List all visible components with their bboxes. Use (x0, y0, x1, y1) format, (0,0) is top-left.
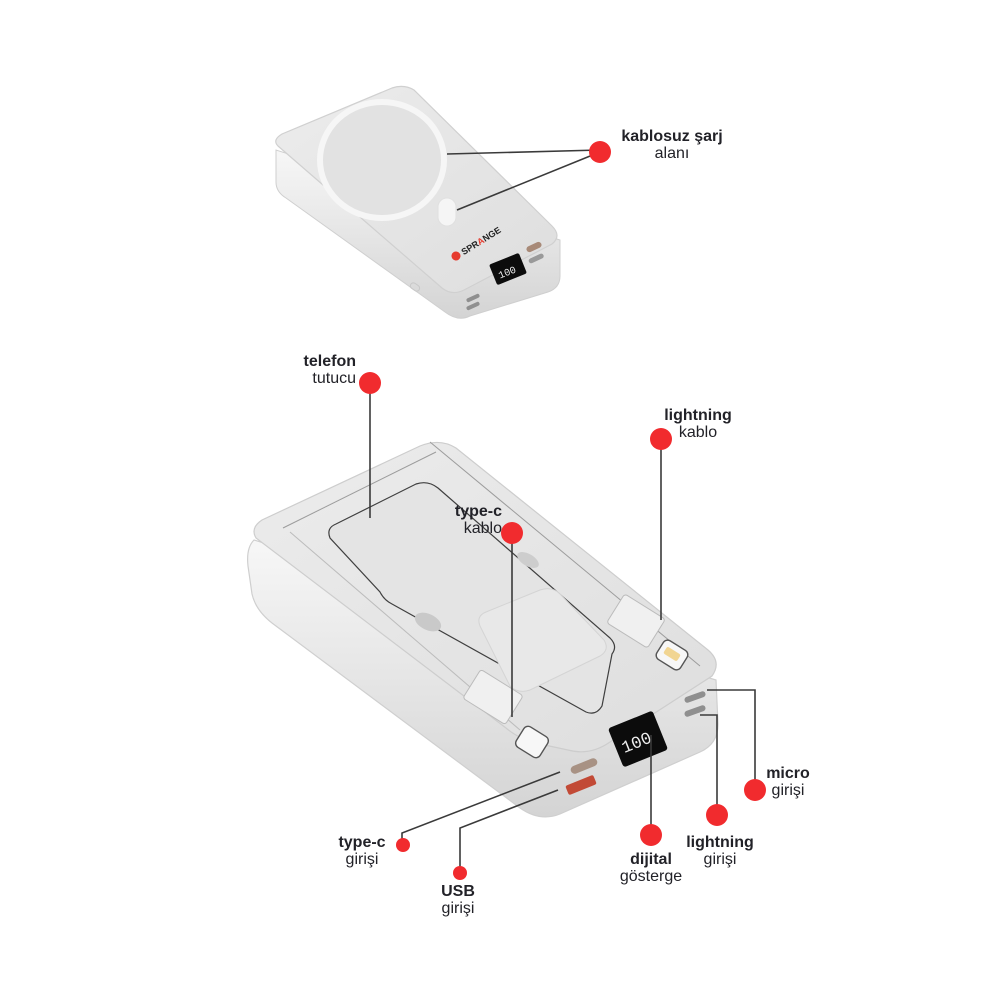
callout-dot-phone-holder (359, 372, 381, 394)
callout-subtitle: girişi (703, 851, 737, 868)
callout-subtitle: alanı (654, 145, 690, 162)
callout-type-c-cable: type-c kablo (430, 503, 502, 537)
callout-title: dijital (630, 851, 672, 868)
top-power-bank: SPRANGE 100 (275, 85, 561, 319)
callout-dot-wireless (589, 141, 611, 163)
micro-port (684, 691, 706, 703)
callout-dot-type-c-cable (501, 522, 523, 544)
callout-subtitle: girişi (345, 851, 379, 868)
callout-dot-usb-input (453, 866, 467, 880)
callout-dot-lightning-input (706, 804, 728, 826)
callout-dot-type-c-input (396, 838, 410, 852)
callout-title: kablosuz şarj (621, 128, 723, 145)
callout-subtitle: kablo (463, 520, 502, 537)
callout-subtitle: kablo (678, 424, 718, 441)
callout-subtitle: girişi (441, 900, 475, 917)
callout-subtitle: gösterge (619, 868, 683, 885)
type-c-connector (514, 725, 550, 759)
callout-title: USB (441, 883, 475, 900)
callout-title: lightning (686, 834, 754, 851)
callout-subtitle: girişi (771, 782, 805, 799)
type-c-port (570, 758, 598, 774)
callout-micro-input: micro girişi (760, 765, 816, 799)
alignment-pill (437, 197, 457, 227)
callout-lightning-cable: lightning kablo (656, 407, 740, 441)
callout-title: telefon (303, 353, 356, 370)
callout-wireless-area: kablosuz şarj alanı (613, 128, 731, 162)
callout-dot-lightning-cable (650, 428, 672, 450)
usb-port (565, 775, 597, 795)
callout-usb-input: USB girişi (428, 883, 488, 917)
callout-dot-digital-display (640, 824, 662, 846)
callout-title: type-c (338, 834, 386, 851)
top-display (489, 253, 527, 285)
callout-title: micro (766, 765, 810, 782)
bottom-display (608, 711, 668, 767)
callout-title: type-c (454, 503, 502, 520)
callout-lightning-input: lightning girişi (678, 834, 762, 868)
wireless-ring-icon (317, 99, 447, 221)
bottom-power-bank: 100 (247, 441, 719, 818)
top-leader-lines (446, 149, 601, 211)
callout-dot-micro-input (744, 779, 766, 801)
callout-digital-display: dijital gösterge (608, 851, 694, 885)
callout-subtitle: tutucu (312, 370, 356, 387)
callout-phone-holder: telefon tutucu (290, 353, 356, 387)
callout-title: lightning (664, 407, 732, 424)
lightning-port (684, 705, 706, 717)
callout-type-c-input: type-c girişi (330, 834, 394, 868)
